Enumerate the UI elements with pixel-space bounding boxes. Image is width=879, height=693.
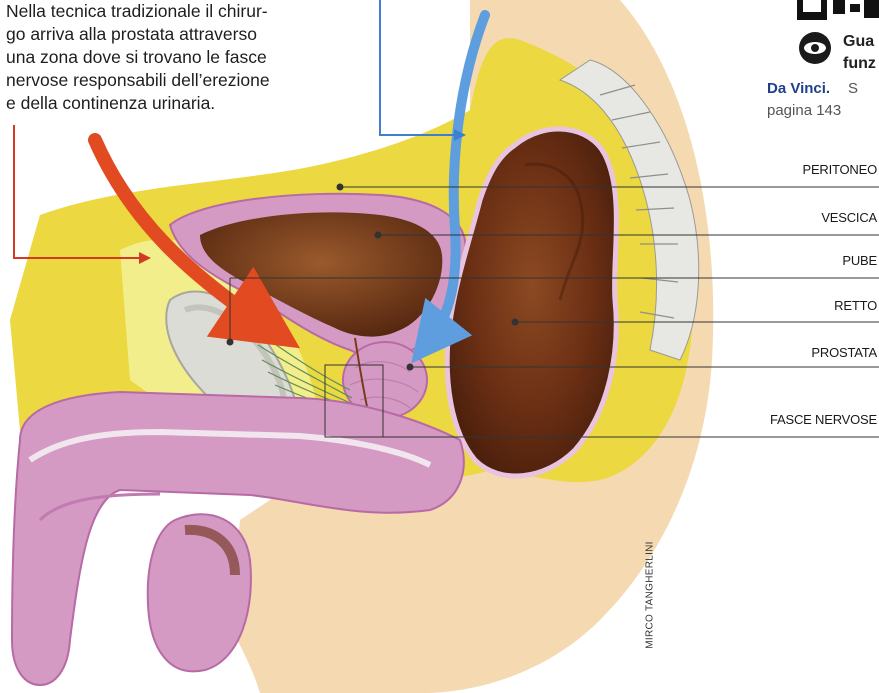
testicle: [148, 514, 251, 671]
sidebar-text: funz: [843, 55, 876, 73]
sidebar-text: Gua: [843, 33, 874, 51]
label-retto: RETTO: [834, 298, 877, 313]
blue-callout-line: [380, 0, 460, 135]
label-fasce-nervose: FASCE NERVOSE: [770, 412, 877, 427]
label-prostata: PROSTATA: [811, 345, 877, 360]
label-peritoneo: PERITONEO: [802, 162, 877, 177]
label-vescica: VESCICA: [821, 210, 877, 225]
eye-icon: [799, 32, 831, 64]
page-reference: pagina 143: [767, 102, 841, 119]
caption-line: go arriva alla prostata attraverso: [6, 23, 341, 46]
caption-line: nervose responsabili dell’erezione: [6, 69, 341, 92]
caption: Nella tecnica tradizionale il chirur- go…: [6, 0, 341, 115]
caption-line: una zona dove si trovano le fasce: [6, 46, 341, 69]
qr-code-fragment: [797, 0, 879, 20]
label-pube: PUBE: [842, 253, 877, 268]
sidebar-bold-text: Da Vinci.: [767, 80, 830, 97]
credit-text: MIRCO TANGHERLINI: [645, 541, 656, 649]
caption-line: e della continenza urinaria.: [6, 92, 341, 115]
illustrator-credit: MIRCO TANGHERLINI: [643, 540, 657, 650]
caption-line: Nella tecnica tradizionale il chirur-: [6, 0, 341, 23]
sidebar-tail-text: S: [848, 80, 858, 97]
